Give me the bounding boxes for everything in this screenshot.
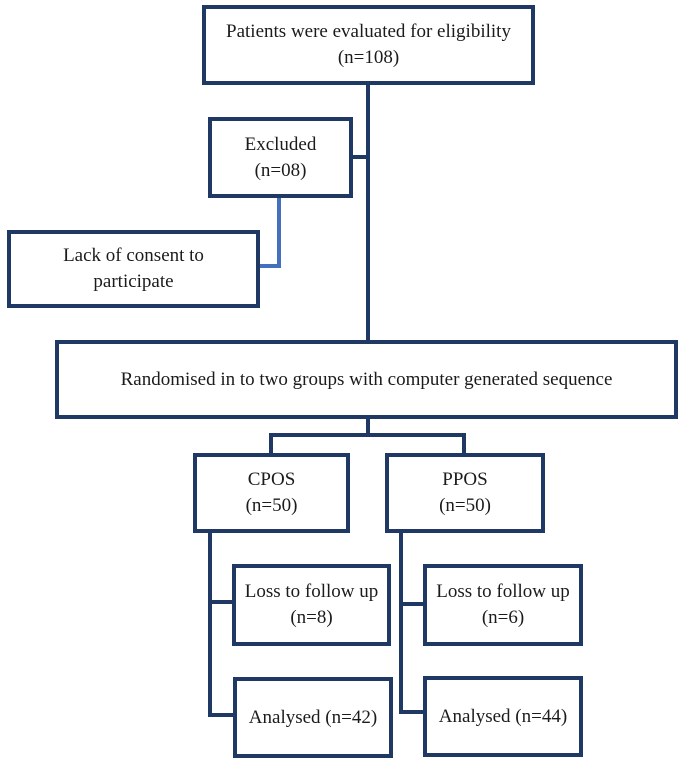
connector-ppos-to-analysed — [399, 710, 423, 714]
node-loss-ppos-text: Loss to follow up — [436, 581, 570, 603]
node-loss-cpos-text: Loss to follow up — [244, 581, 379, 603]
connector-cpos-to-analysed — [208, 713, 233, 717]
node-lack-of-consent-text2: participate — [93, 271, 174, 292]
node-analysed-cpos: Analysed (n=42) — [233, 677, 393, 758]
node-loss-follow-up-ppos: Loss to follow up (n=6) — [423, 564, 583, 646]
connector-drop-to-cpos — [269, 433, 273, 453]
connector-excluded-to-consent-horizontal — [260, 264, 281, 268]
node-analysed-ppos-text: Analysed (n=44) — [438, 705, 568, 727]
node-cpos: CPOS (n=50) — [193, 453, 350, 533]
node-eligibility: Patients were evaluated for eligibility … — [202, 5, 535, 85]
node-loss-cpos-count: (n=8) — [290, 607, 333, 628]
connector-excluded-to-consent-vertical — [277, 198, 281, 268]
node-analysed-ppos: Analysed (n=44) — [423, 676, 583, 757]
connector-cpos-rail — [208, 533, 212, 717]
connector-ppos-rail — [399, 533, 403, 714]
node-ppos-count: (n=50) — [439, 495, 491, 516]
connector-main-to-excluded — [353, 155, 366, 159]
connector-cpos-to-loss — [208, 600, 232, 604]
node-excluded-text: Excluded — [244, 133, 317, 155]
node-ppos: PPOS (n=50) — [385, 453, 545, 533]
node-eligibility-count: (n=108) — [337, 47, 400, 68]
node-randomised: Randomised in to two groups with compute… — [55, 340, 678, 419]
connector-randomised-stub — [366, 419, 370, 437]
node-randomised-text: Randomised in to two groups with compute… — [120, 368, 613, 390]
node-excluded-count: (n=08) — [254, 159, 307, 181]
node-analysed-cpos-text: Analysed (n=42) — [248, 706, 378, 728]
node-lack-of-consent: Lack of consent to participate — [7, 230, 260, 308]
connector-drop-to-ppos — [462, 433, 466, 453]
connector-ppos-to-loss — [399, 602, 423, 606]
node-cpos-label: CPOS — [247, 469, 296, 491]
node-cpos-count: (n=50) — [245, 495, 298, 516]
node-lack-of-consent-text: Lack of consent to — [63, 245, 204, 267]
node-excluded: Excluded (n=08) — [208, 117, 353, 198]
node-loss-follow-up-cpos: Loss to follow up (n=8) — [232, 564, 391, 646]
connector-split-horizontal — [269, 433, 466, 437]
node-eligibility-text: Patients were evaluated for eligibility — [226, 21, 511, 43]
node-ppos-label: PPOS — [442, 469, 488, 491]
connector-eligibility-to-randomised — [366, 85, 370, 341]
node-loss-ppos-count: (n=6) — [481, 607, 525, 628]
